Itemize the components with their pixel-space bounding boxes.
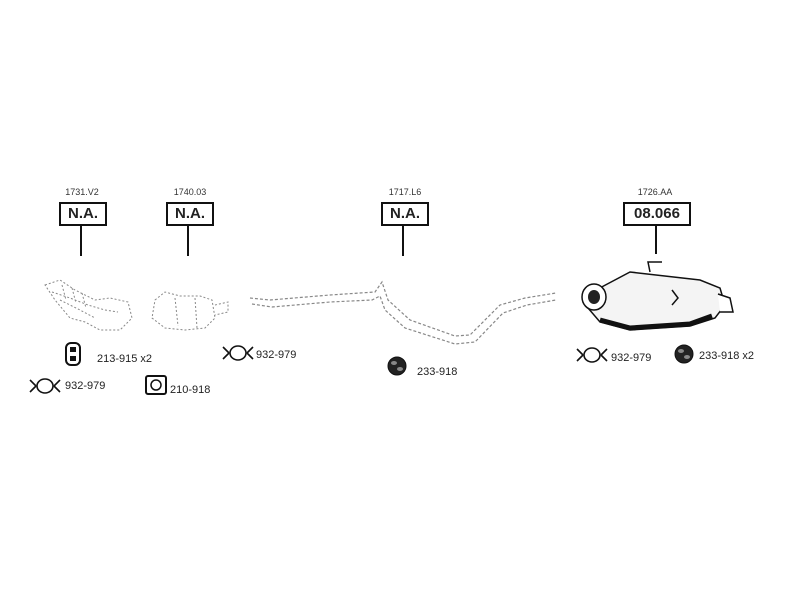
leader-line-2 (187, 226, 189, 256)
accessory-label: 932-979 (65, 380, 106, 392)
leader-line-1 (80, 226, 82, 256)
accessory-label: 932-979 (256, 349, 297, 361)
rubber-ring-icon (387, 356, 407, 376)
accessory-label: 210-918 (170, 384, 211, 396)
rubber-hanger-icon (65, 342, 81, 366)
leader-line-4 (655, 226, 657, 254)
part-code-2: 1740.03 (173, 187, 207, 197)
middle-pipe-drawing (249, 280, 557, 345)
clamp-icon (222, 345, 254, 361)
rubber-ring-icon (674, 344, 694, 364)
part-label-2: N.A. (166, 202, 214, 226)
clamp-icon (576, 347, 608, 363)
gasket-icon (145, 375, 167, 395)
clamp-icon (29, 378, 61, 394)
accessory-label: 213-915 x2 (97, 353, 153, 365)
part-label-4: 08.066 (623, 202, 691, 226)
part-code-4: 1726.AA (637, 187, 673, 197)
accessory-label: 233-918 (417, 366, 458, 378)
front-pipe-drawing (44, 279, 133, 331)
part-label-3: N.A. (381, 202, 429, 226)
part-code-3: 1717.L6 (388, 187, 422, 197)
accessory-label: 932-979 (611, 352, 652, 364)
rear-silencer-drawing (581, 261, 734, 331)
leader-line-3 (402, 226, 404, 256)
part-code-1: 1731.V2 (65, 187, 99, 197)
accessory-label: 233-918 x2 (699, 350, 755, 362)
part-label-1: N.A. (59, 202, 107, 226)
catalytic-converter-drawing (151, 291, 229, 331)
